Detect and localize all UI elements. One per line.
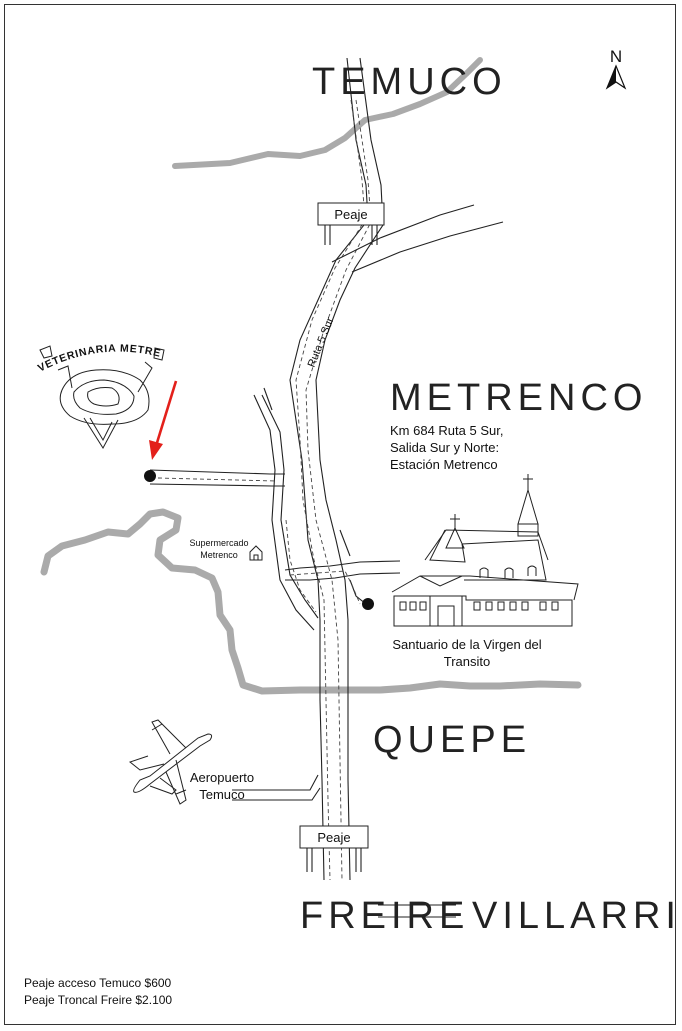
location-arrow-icon (149, 380, 178, 460)
road-freire-villarrica (378, 904, 456, 918)
sanctuary-label-2: Transito (444, 654, 490, 669)
toll-north: Peaje (317, 202, 385, 245)
airport-label-2: Temuco (199, 787, 245, 802)
sanctuary-label: Santuario de la Virgen del Transito (392, 637, 541, 669)
toll-south-label: Peaje (317, 830, 350, 845)
clinic-name: VETERINARIA METRENCO (0, 0, 162, 375)
city-freire: FREIRE (300, 895, 469, 937)
supermarket-label-1: Supermercado (189, 538, 248, 548)
directions: Km 684 Ruta 5 Sur, Salida Sur y Norte: E… (390, 423, 503, 472)
clinic-logo: VETERINARIA METRENCO (0, 0, 165, 449)
road-label: Ruta 5 Sur (306, 316, 337, 370)
supermarket-label-2: Metrenco (200, 550, 238, 560)
compass-label: N (610, 47, 622, 66)
map-frame (4, 4, 676, 1025)
road-to-clinic (149, 469, 285, 487)
highway-ruta-5 (289, 57, 384, 881)
river-south (40, 508, 582, 695)
city-metrenco: METRENCO (390, 377, 647, 419)
church-icon (391, 474, 579, 627)
city-temuco: TEMUCO (312, 61, 507, 103)
toll-note-freire: Peaje Troncal Freire $2.100 (24, 993, 173, 1007)
directions-line-2: Salida Sur y Norte: (390, 440, 499, 455)
road-east (331, 204, 504, 273)
house-icon (249, 545, 263, 561)
toll-note-temuco: Peaje acceso Temuco $600 (24, 976, 172, 990)
directions-line-3: Estación Metrenco (390, 457, 498, 472)
supermarket: Supermercado Metrenco (189, 538, 263, 561)
road-to-airport (232, 774, 321, 801)
compass: N (605, 47, 627, 90)
toll-north-label: Peaje (334, 207, 367, 222)
toll-south: Peaje (299, 825, 369, 872)
city-quepe: QUEPE (373, 719, 531, 761)
road-west-frontage (253, 387, 319, 631)
airport-label-1: Aeropuerto (190, 770, 254, 785)
airport-label: Aeropuerto Temuco (190, 770, 254, 802)
airplane-icon (128, 719, 213, 805)
clinic-location-marker[interactable] (144, 470, 156, 482)
sanctuary-location-marker[interactable] (362, 598, 374, 610)
directions-line-1: Km 684 Ruta 5 Sur, (390, 423, 503, 438)
sanctuary-label-1: Santuario de la Virgen del (392, 637, 541, 652)
city-villarrica: VILLARRICA (472, 895, 682, 937)
